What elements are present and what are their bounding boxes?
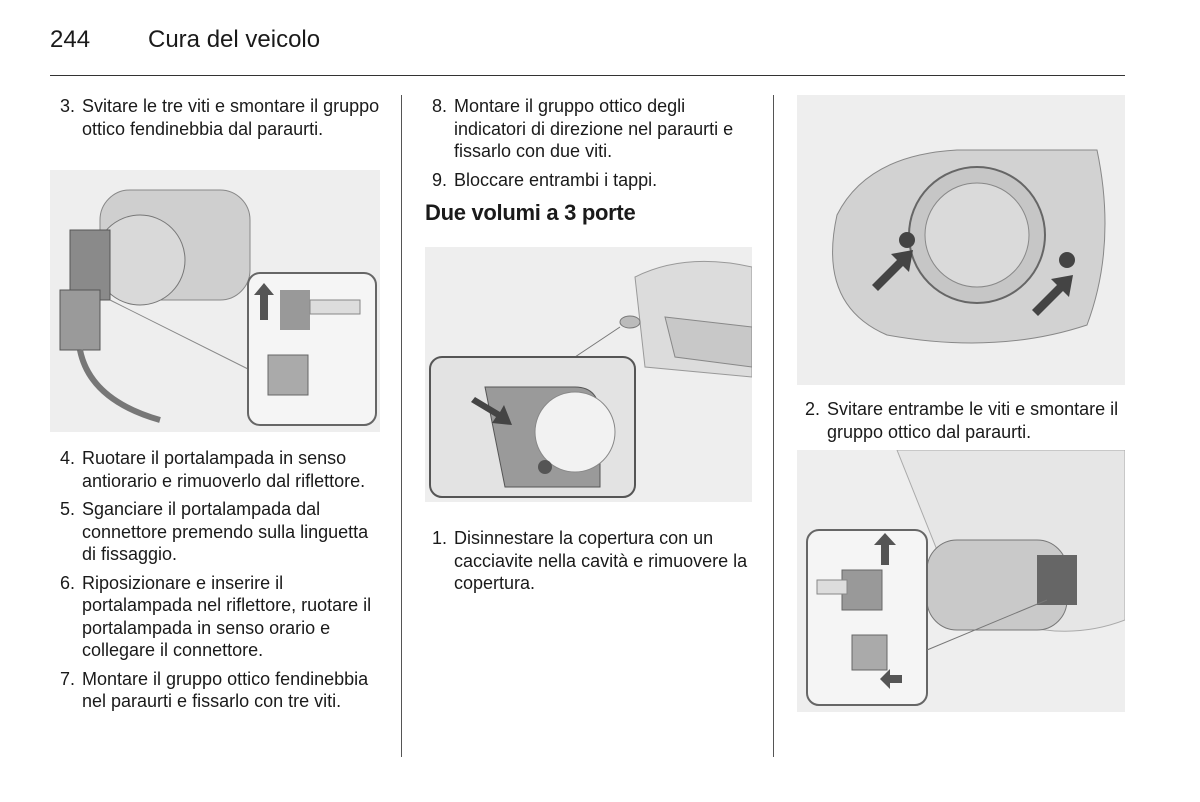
- column-2: 8. Montare il gruppo ottico degli indicat…: [432, 95, 757, 197]
- step-text: Montare il gruppo ottico fendinebbia nel…: [82, 668, 369, 712]
- column-1-steps: 4. Ruotare il portalampada in senso antio…: [60, 447, 385, 719]
- column-2-steps: 1. Disinnestare la copertura con un cacci…: [432, 527, 757, 601]
- step-text: Riposizionare e inserire il portalampada…: [82, 572, 372, 661]
- step-2: 2. Svitare entrambe le viti e smontare il…: [805, 398, 1130, 443]
- column-1: 3. Svitare le tre viti e smontare il gru…: [60, 95, 385, 146]
- step-9: 9. Bloccare entrambi i tappi.: [432, 169, 757, 192]
- step-number: 7.: [60, 668, 76, 689]
- step-text: Disinnestare la copertura con un cacciav…: [454, 528, 748, 593]
- step-text: Montare il gruppo ottico degli indicator…: [454, 96, 734, 161]
- step-number: 1.: [432, 528, 448, 548]
- step-number: 2.: [805, 399, 821, 419]
- step-text: Ruotare il portalampada in senso antiora…: [82, 448, 366, 491]
- step-8: 8. Montare il gruppo ottico degli indicat…: [432, 95, 757, 163]
- column-divider: [773, 95, 774, 757]
- step-6: 6. Riposizionare e inserire il portalampa…: [60, 572, 385, 662]
- column-divider: [401, 95, 402, 757]
- step-number: 6.: [60, 572, 76, 593]
- step-1: 1. Disinnestare la copertura con un cacci…: [432, 527, 757, 595]
- fog-lamp-bulb-illustration: [50, 170, 380, 432]
- step-number: 5.: [60, 499, 76, 519]
- step-5: 5. Sganciare il portalampada dal connetto…: [60, 498, 385, 566]
- column-3-steps: 2. Svitare entrambe le viti e smontare il…: [805, 398, 1130, 449]
- step-3: 3. Svitare le tre viti e smontare il gru…: [60, 95, 385, 140]
- step-number: 3.: [60, 96, 76, 116]
- fog-lamp-screws-illustration: [797, 95, 1125, 385]
- header-rule: [50, 75, 1125, 76]
- step-text: Svitare entrambe le viti e smontare il g…: [827, 399, 1119, 442]
- section-heading: Due volumi a 3 porte: [425, 200, 636, 225]
- step-number: 4.: [60, 448, 76, 468]
- step-4: 4. Ruotare il portalampada in senso antio…: [60, 447, 385, 492]
- step-text: Bloccare entrambi i tappi.: [454, 169, 658, 190]
- step-text: Sganciare il portalampada dal connettore…: [82, 499, 369, 564]
- step-number: 8.: [432, 96, 448, 116]
- page-number: 244: [50, 26, 91, 53]
- page-title: Cura del veicolo: [148, 26, 321, 53]
- step-number: 9.: [432, 169, 448, 190]
- step-text: Svitare le tre viti e smontare il gruppo…: [82, 96, 380, 139]
- step-7: 7. Montare il gruppo ottico fendinebbia n…: [60, 668, 385, 713]
- fog-lamp-removal-illustration: [797, 450, 1125, 712]
- bumper-cover-illustration: [425, 247, 752, 502]
